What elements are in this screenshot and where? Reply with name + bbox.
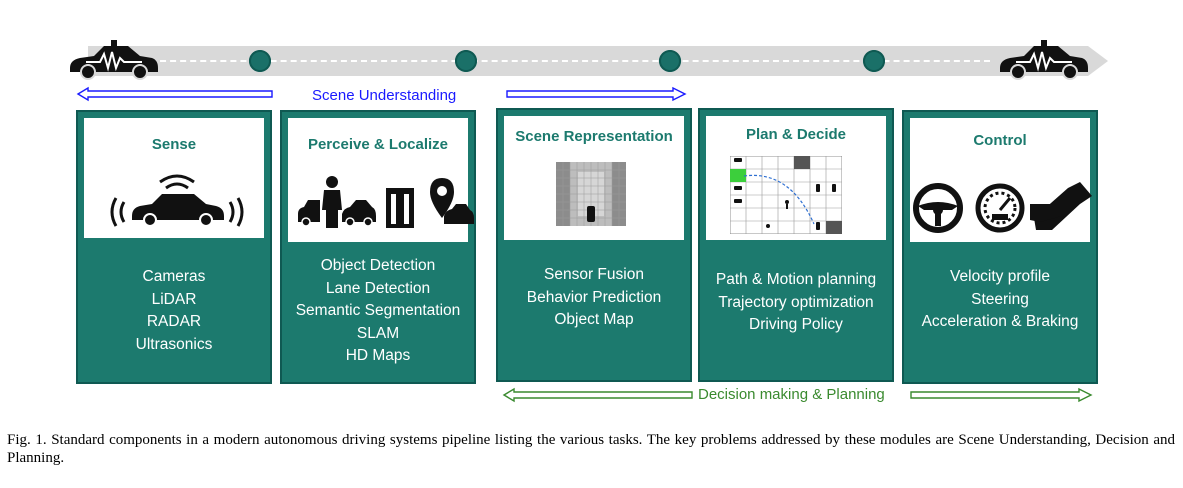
module-card-sense: Sense Cameras LiDAR RADAR Ultrasonics [76,110,272,384]
timeline-node [659,50,681,72]
module-items: Velocity profile Steering Acceleration &… [904,266,1096,334]
module-item: Acceleration & Braking [921,313,1079,330]
module-item: Object Map [554,311,634,328]
timeline-node [249,50,271,72]
scene-understanding-label: Scene Understanding [312,87,457,104]
module-item: Semantic Segmentation [295,302,461,319]
start-car-icon [70,40,158,80]
module-card-plan-decide: Plan & Decide Path & Motion planning [698,108,894,382]
module-title: Perceive & Localize [307,136,449,153]
module-card-header: Perceive & Localize [288,118,474,242]
figure-caption: Fig. 1. Standard components in a modern … [7,432,1175,466]
module-title: Control [973,132,1027,149]
module-item: Object Detection [320,257,436,274]
occupancy-grid-icon [556,162,626,226]
scene-understanding-right-arrow [506,86,687,102]
timeline-arrowhead [1088,46,1108,76]
end-car-icon [1000,40,1088,80]
decision-planning-left-arrow [502,387,693,403]
module-card-scene-representation: Scene Representation Sensor Fusion Behav… [496,108,692,382]
module-title: Sense [151,136,197,153]
module-card-header: Scene Representation [504,116,684,240]
pedestrian-car-icon [298,176,474,228]
scene-understanding-left-arrow [76,86,273,102]
decision-planning-label: Decision making & Planning [698,386,885,403]
module-items: Sensor Fusion Behavior Prediction Object… [498,264,690,332]
module-title: Plan & Decide [745,126,847,143]
module-title: Scene Representation [515,128,673,145]
module-item: Ultrasonics [135,335,213,353]
module-card-header: Control [910,118,1092,242]
timeline-node [863,50,885,72]
module-item: SLAM [356,324,400,342]
module-item: RADAR [146,313,202,330]
module-item: Driving Policy [749,316,843,333]
module-item: Behavior Prediction [526,288,662,306]
module-item: Steering [971,290,1029,308]
module-item: Path & Motion planning [715,271,877,288]
module-items: Path & Motion planning Trajectory optimi… [700,269,892,337]
timeline-node [455,50,477,72]
steering-wheel-icon [913,182,1092,233]
module-item: Trajectory optimization [718,293,874,311]
module-item: LiDAR [151,290,197,308]
module-item: Sensor Fusion [544,266,644,283]
module-card-perceive-localize: Perceive & Localize Object Detection Lan… [280,110,476,384]
module-item: Lane Detection [325,279,431,297]
module-card-control: Control Velocity profile Steering Accele… [902,110,1098,384]
decision-planning-right-arrow [910,387,1093,403]
module-item: Cameras [142,268,206,285]
module-items: Object Detection Lane Detection Semantic… [282,255,474,368]
planning-grid-icon [730,156,842,234]
module-item: HD Maps [345,347,411,364]
module-card-header: Sense [84,118,264,238]
module-card-header: Plan & Decide [706,116,886,240]
sensor-car-icon [110,174,244,227]
module-item: Velocity profile [950,268,1050,285]
module-items: Cameras LiDAR RADAR Ultrasonics [78,266,270,356]
timeline-dashes [150,60,990,62]
